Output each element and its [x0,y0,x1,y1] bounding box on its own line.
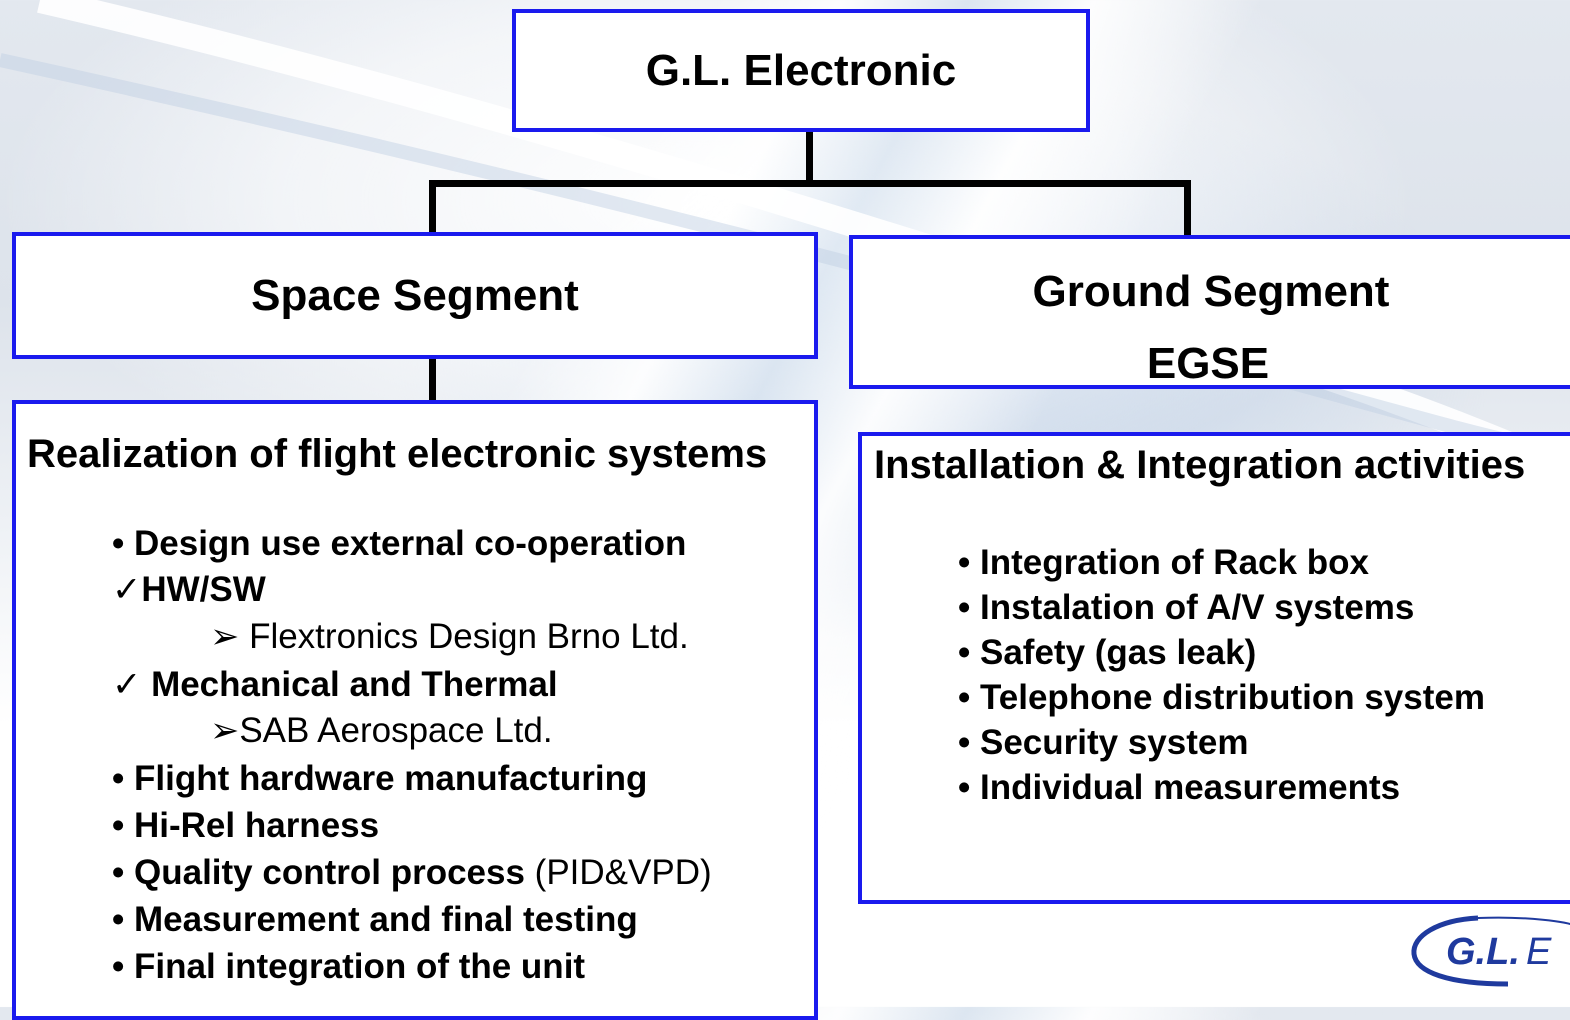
item-text: Flextronics Design Brno Ltd. [249,617,689,656]
ground-detail-box: Installation & Integration activities • … [858,432,1570,904]
list-item-qc: • Quality control process (PID&VPD) [112,853,712,893]
item-text: Integration of Rack box [980,543,1369,582]
item-text: HW/SW [141,570,266,609]
company-box: G.L. Electronic [512,9,1090,132]
space-segment-box: Space Segment [12,232,818,359]
item-text: Design use external co-operation [134,524,687,563]
item-suffix: (PID&VPD) [534,853,712,892]
bullet: • [112,853,125,892]
item-text: SAB Aerospace Ltd. [239,711,553,750]
item-text: Final integration of the unit [134,947,586,986]
connector-top-vertical [806,130,813,184]
check-icon: ✓ [112,665,142,704]
list-item-design: • Design use external co-operation [112,524,686,564]
item-text: Hi-Rel harness [134,806,380,845]
item-text: Instalation of A/V systems [980,588,1415,627]
list-item-safety: • Safety (gas leak) [958,633,1256,673]
bullet: • [112,900,125,939]
connector-space-detail [429,357,436,402]
item-text: Measurement and final testing [134,900,638,939]
list-item-measurement: • Measurement and final testing [112,900,638,940]
list-item-mechanical: ✓ Mechanical and Thermal [112,665,558,705]
space-detail-box: Realization of flight electronic systems… [12,400,818,1020]
arrow-icon: ➢ [210,711,240,750]
ground-detail-title: Installation & Integration activities [874,443,1526,487]
connector-right-drop [1184,180,1191,237]
list-item-hirel: • Hi-Rel harness [112,806,379,846]
list-item-final-integration: • Final integration of the unit [112,947,585,987]
ground-segment-subtitle: EGSE [1146,339,1270,388]
company-title: G.L. Electronic [645,45,957,95]
list-item-rack-box: • Integration of Rack box [958,543,1369,583]
check-icon: ✓ [112,570,142,609]
svg-text:G.L.: G.L. [1446,931,1520,973]
bullet: • [958,678,971,717]
bullet: • [958,633,971,672]
bullet: • [112,806,125,845]
bullet: • [958,543,971,582]
connector-left-drop [429,180,436,234]
svg-text:E: E [1526,931,1552,973]
list-item-flight-hw: • Flight hardware manufacturing [112,759,647,799]
bullet: • [112,524,125,563]
item-text: Security system [980,723,1249,762]
bullet: • [958,768,971,807]
bullet: • [958,588,971,627]
list-item-hwsw: ✓HW/SW [112,570,266,610]
list-item-measurements: • Individual measurements [958,768,1400,808]
bullet: • [112,759,125,798]
ground-segment-title: Ground Segment [1032,267,1390,316]
company-logo: G.L. E [1411,915,1570,987]
item-text: Individual measurements [980,768,1401,807]
item-text: Flight hardware manufacturing [134,759,648,798]
list-item-sab: ➢SAB Aerospace Ltd. [210,711,553,751]
bullet: • [958,723,971,762]
list-item-security: • Security system [958,723,1248,763]
arrow-icon: ➢ [210,617,240,656]
bullet: • [112,947,125,986]
list-item-telephone: • Telephone distribution system [958,678,1485,718]
list-item-flextronics: ➢ Flextronics Design Brno Ltd. [210,617,689,657]
list-item-av-systems: • Instalation of A/V systems [958,588,1414,628]
space-segment-title: Space Segment [251,270,579,320]
item-text: Mechanical and Thermal [151,665,558,704]
item-text: Telephone distribution system [980,678,1485,717]
connector-horizontal [429,180,1191,187]
ground-segment-box: Ground Segment EGSE [849,235,1570,389]
space-detail-title: Realization of flight electronic systems [27,432,768,476]
item-text: Quality control process [134,853,525,892]
item-text: Safety (gas leak) [980,633,1257,672]
